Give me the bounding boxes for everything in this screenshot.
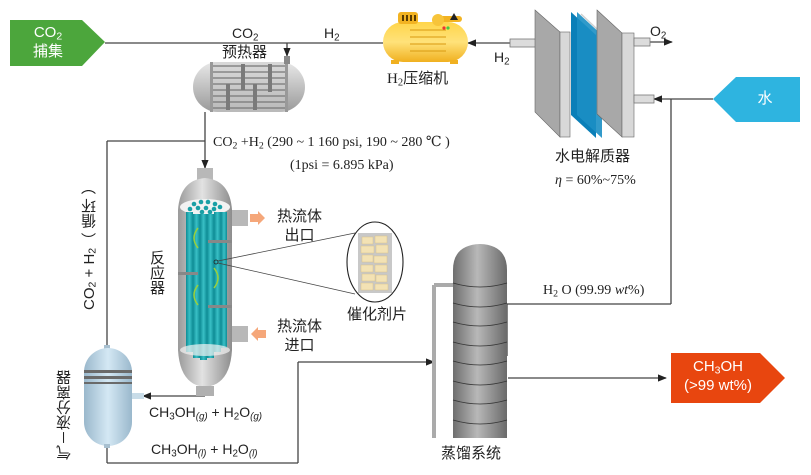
- co2-stream-label: CO2: [232, 25, 259, 44]
- distillation-column: [432, 244, 508, 438]
- water-input: [713, 77, 800, 122]
- h2-compressor: [383, 12, 468, 64]
- methanol-output: [671, 353, 785, 403]
- separator-label: 气－液分离器: [57, 369, 73, 460]
- hot-fluid-outlet-label: 热流体出口: [277, 209, 323, 244]
- catalyst-detail: [217, 221, 404, 303]
- feed-stream-label: CO2 +H2 (290 ~ 1 160 psi, 190 ~ 280 ℃ ): [213, 135, 450, 152]
- water-label: 水: [757, 90, 773, 107]
- h2-electrolyzer-label: H2: [494, 49, 510, 68]
- co2-capture-input: [10, 20, 105, 66]
- h2-stream-label: H2: [324, 25, 340, 44]
- o2-stream-label: O2: [650, 23, 667, 42]
- water-electrolyzer: [509, 9, 655, 138]
- preheater-label: 预热器: [222, 45, 268, 61]
- gas-liquid-separator: [84, 345, 144, 448]
- recovered-water-label: H2 O (99.99 wt%): [543, 283, 645, 300]
- methanol-label: CH3OH (>99 wt%): [684, 358, 752, 394]
- recycle-stream-label: CO2 + H2（ 循环 ）: [81, 179, 99, 310]
- hot-fluid-inlet-label: 热流体进口: [277, 319, 323, 354]
- reactor-label: 反应器: [148, 250, 164, 295]
- gas-product-label: CH3OH(g) + H2O(g): [149, 404, 263, 423]
- electrolyzer-label: 水电解质器: [555, 149, 631, 165]
- unit-note: (1psi = 6.895 kPa): [290, 158, 394, 173]
- co2-capture-label: CO2 捕集: [32, 24, 63, 60]
- compressor-label: H2压缩机: [387, 71, 449, 89]
- efficiency-label: η = 60%~75%: [555, 173, 636, 188]
- preheater: [193, 56, 305, 112]
- catalyst-label: 催化剂片: [347, 307, 408, 323]
- reactor: [178, 168, 266, 396]
- distillation-label: 蒸馏系统: [441, 446, 502, 462]
- liquid-product-label: CH3OH(l) + H2O(l): [151, 441, 258, 460]
